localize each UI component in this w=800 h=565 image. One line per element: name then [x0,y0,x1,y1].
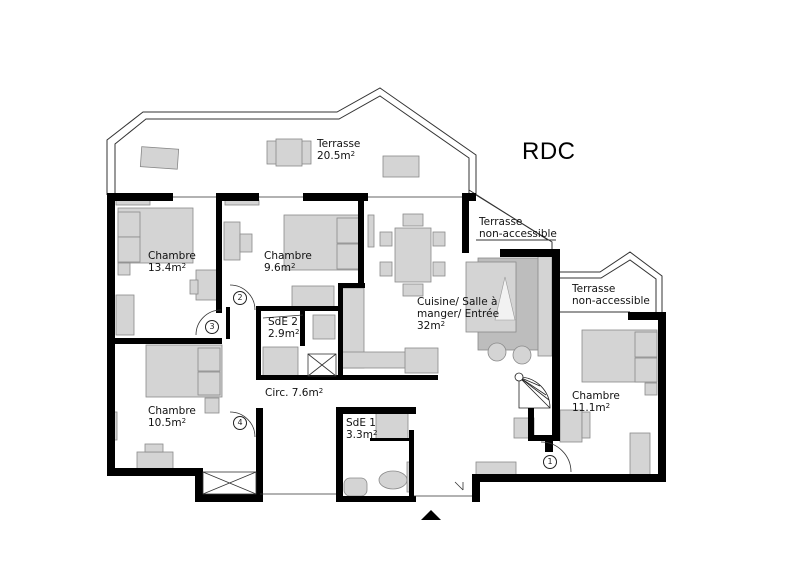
entrance-arrow-icon [421,510,441,520]
thin-lines [173,196,572,497]
walls [107,193,666,502]
door-number-3: 3 [205,320,219,334]
terrace-furniture [139,138,420,178]
door-number-1: 1 [543,455,557,469]
room-label-circulation: Circ. 7.6m2 [265,387,324,399]
door-number-2: 2 [233,291,247,305]
furniture [111,199,658,497]
level-title: RDC [522,138,576,165]
door-number-4: 4 [233,416,247,430]
spiral-stair [514,372,551,409]
terrace-outline [106,87,663,316]
